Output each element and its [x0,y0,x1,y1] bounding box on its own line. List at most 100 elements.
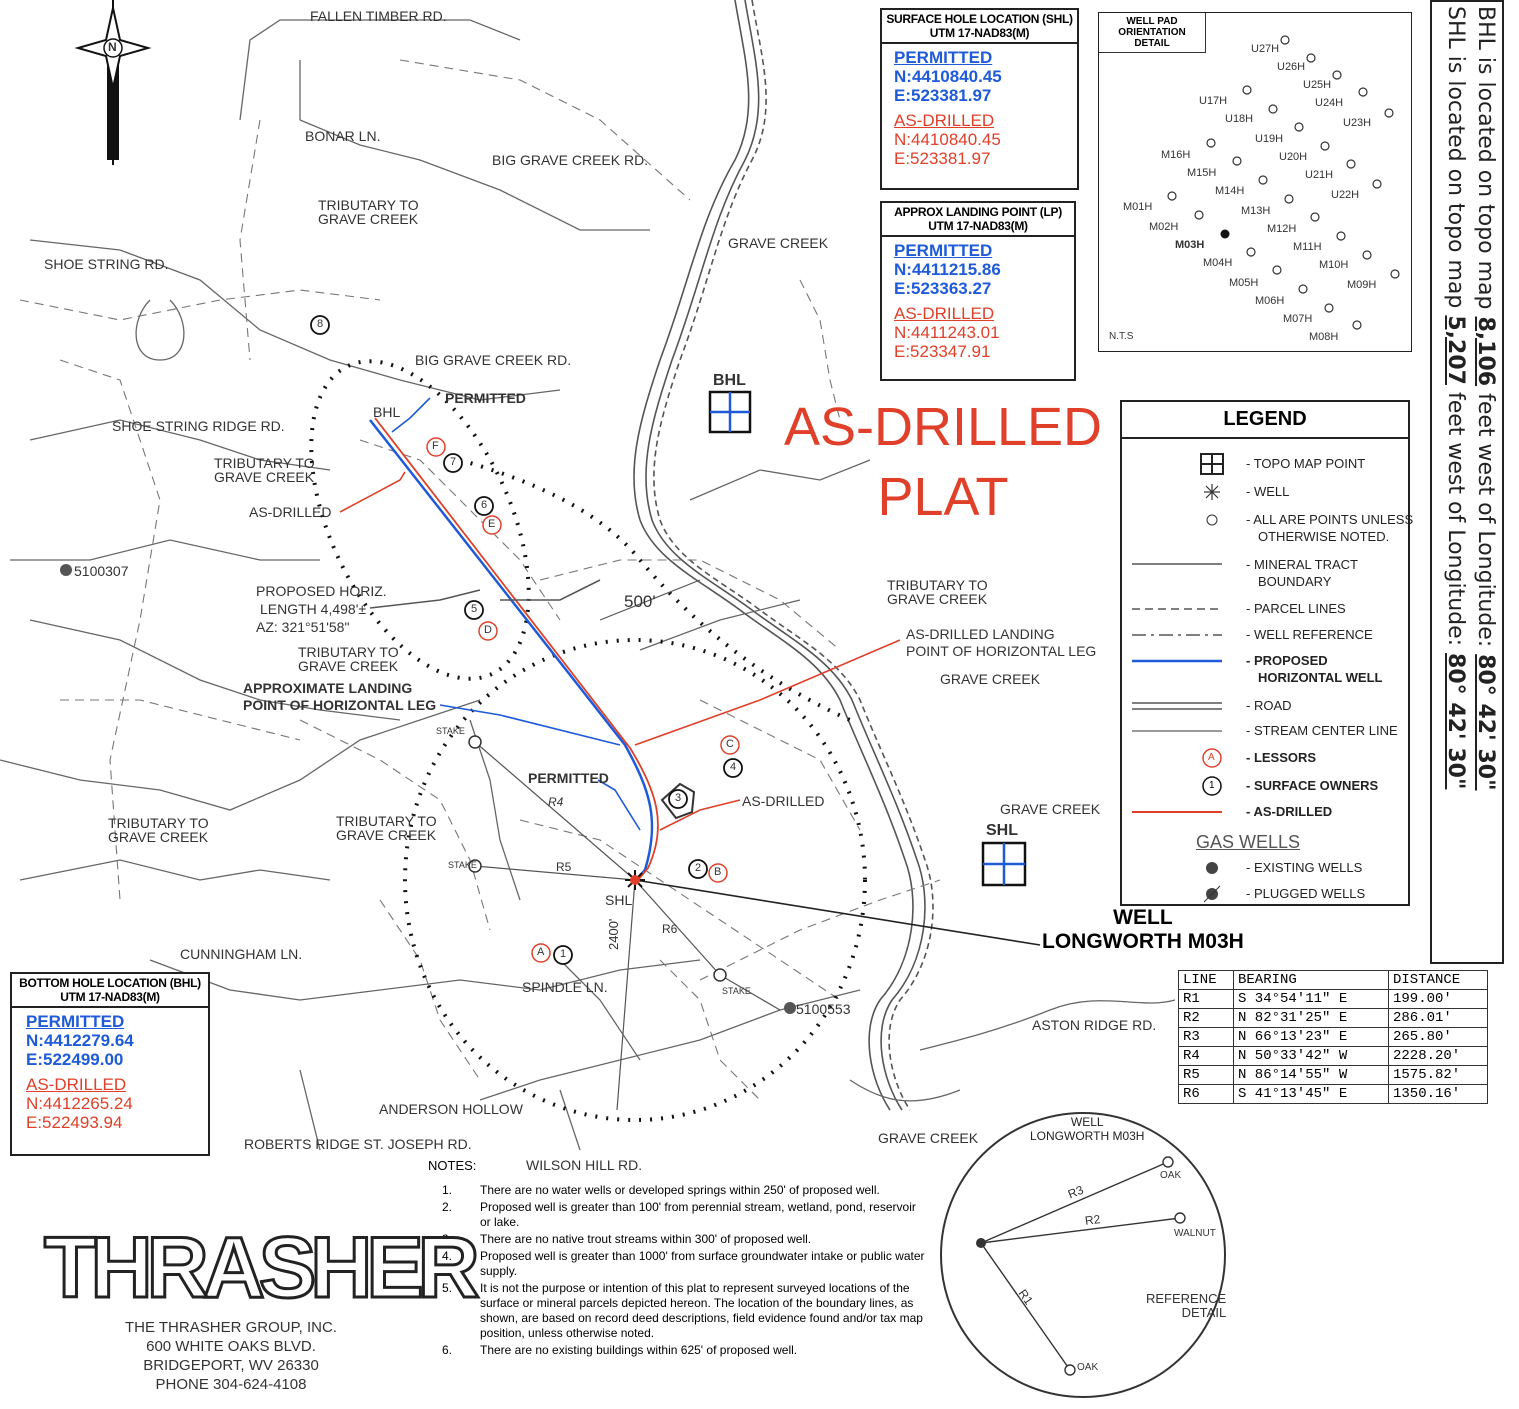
stake-label: STAKE [722,986,751,996]
table-cell: R2 [1178,1008,1234,1028]
shl-label: SHL [605,892,633,908]
pad-well-label: M13H [1241,205,1271,217]
company-name: THE THRASHER GROUP, INC. [125,1319,337,1336]
well-name-line1: WELL [1113,906,1173,929]
pad-well-label: U25H [1303,79,1332,91]
shl-well-icon [625,870,645,890]
r4-label: R4 [548,795,564,809]
company-logo: THRASHER [43,1220,482,1316]
r6-label: R6 [662,922,678,936]
legend-item-well: - WELL [1246,484,1290,499]
permitted-well-path [369,419,654,881]
lessor-marker: D [484,624,492,636]
bhl-coordinates-box: BOTTOM HOLE LOCATION (BHL)UTM 17-NAD83(M… [10,972,210,1156]
shl-drilled-n: N:4410840.45 [894,130,1001,149]
shl-topo-point-icon [981,841,1027,887]
pad-well-label: M09H [1347,279,1377,291]
table-cell: N 82°31'25" E [1233,1008,1389,1028]
pad-well-label: U24H [1315,97,1344,109]
well-label-5100553: 5100553 [796,1001,851,1017]
shl-permitted-label: PERMITTED [894,48,993,67]
plat-title: AS-DRILLED PLAT [778,392,1108,532]
pad-well-label: M16H [1161,149,1191,161]
pad-well-label: M03H [1175,239,1205,251]
lessor-marker: B [714,866,722,878]
table-header: BEARING [1233,970,1389,990]
table-cell: R4 [1178,1046,1234,1066]
legend-item-points: - ALL ARE POINTS UNLESS [1246,512,1414,527]
legend-item-road: - ROAD [1246,698,1292,713]
legend-item-as-drilled: - AS-DRILLED [1246,804,1333,819]
bhl-longitude-text: BHL is located on topo map 8,106 feet we… [1473,6,1498,791]
legend-item-topo: - TOPO MAP POINT [1246,456,1366,471]
lp-drilled-e: E:523347.91 [894,342,991,361]
legend-box: LEGEND A 1 - TOPO MAP POINT - WELL - ALL… [1120,400,1414,906]
radius-boundary-bhl [309,359,531,681]
shl-coordinates-box: SURFACE HOLE LOCATION (SHL)UTM 17-NAD83(… [880,8,1079,190]
longitude-side-panel: BHL is located on topo map 8,106 feet we… [1430,0,1504,964]
pad-well-label: U27H [1251,43,1280,55]
distance-500-label: 500' [624,592,656,611]
table-header-row: LINE BEARING DISTANCE [1178,970,1488,990]
note-item: 1.There are no water wells or developed … [442,1183,880,1197]
stream-label-grave-creek-3: GRAVE CREEK [940,671,1041,687]
table-cell: 2228.20' [1388,1046,1488,1066]
pad-well-label: M12H [1267,223,1297,235]
pad-well-label: U23H [1343,117,1372,129]
stream-label-grave-creek-2: GRAVE CREEK [878,1130,979,1146]
bhl-label: BHL [373,404,401,420]
note-item: 4.Proposed well is greater than 1000' fr… [442,1249,925,1278]
pad-well-label: U21H [1305,169,1334,181]
table-cell: S 34°54'11" E [1233,989,1389,1009]
legend-title: LEGEND [1122,402,1408,439]
distance-2400-label: 2400' [606,918,621,950]
bhl-box-header: BOTTOM HOLE LOCATION (BHL)UTM 17-NAD83(M… [12,974,208,1008]
road-label-aston: ASTON RIDGE RD. [1032,1017,1157,1033]
pad-well-label: U17H [1199,95,1228,107]
bhl-permitted-label: PERMITTED [26,1012,125,1031]
table-cell: N 66°13'23" E [1233,1027,1389,1047]
road-label-roberts: ROBERTS RIDGE ST. JOSEPH RD. [244,1136,472,1152]
table-cell: R5 [1178,1065,1234,1085]
well-label-5100307: 5100307 [74,563,129,579]
legend-item-parcel: - PARCEL LINES [1246,601,1346,616]
lp-drilled-n: N:4411243.01 [894,323,1000,342]
owner-markers: F E D C B A 8 7 6 5 4 3 2 1 [0,0,743,965]
notes-title: NOTES: [428,1158,477,1173]
shl-longitude-text: SHL is located on topo map 5,207 feet we… [1443,6,1468,790]
surface-owner-marker: 5 [471,603,478,615]
legend-gas-wells-heading: GAS WELLS [1196,832,1301,852]
pad-well-label: M14H [1215,185,1245,197]
stream-label-grave-creek-4: GRAVE CREEK [1000,801,1101,817]
road-label-bonar: BONAR LN. [305,128,381,144]
table-cell: 1575.82' [1388,1065,1488,1085]
pad-well-label: U26H [1277,61,1306,73]
bhl-topo-label: BHL [713,372,746,389]
well-name-line2: LONGWORTH M03H [1042,930,1244,953]
permitted-label-mid: PERMITTED [528,770,609,786]
lessor-marker: E [488,518,496,530]
shl-box-header: SURFACE HOLE LOCATION (SHL)UTM 17-NAD83(… [882,10,1077,44]
pad-well-label: M08H [1309,331,1339,343]
pad-well-label: M10H [1319,259,1349,271]
lp-permitted-n: N:4411215.86 [894,260,1001,279]
table-cell: S 41°13'45" E [1233,1084,1389,1104]
existing-well-icon [60,564,72,576]
table-header: LINE [1178,970,1234,990]
map-canvas [0,0,1176,1151]
bhl-drilled-label: AS-DRILLED [26,1075,127,1094]
parcel-lines [19,59,941,1101]
company-phone: PHONE 304-624-4108 [155,1376,307,1393]
shl-drilled-label: AS-DRILLED [894,111,995,130]
r5-label: R5 [556,860,572,874]
pad-well-dots [1167,35,1400,330]
legend-item-lessors: - LESSORS [1246,750,1317,765]
legend-item-well-ref: - WELL REFERENCE [1246,627,1373,642]
table-cell: 199.00' [1388,989,1488,1009]
